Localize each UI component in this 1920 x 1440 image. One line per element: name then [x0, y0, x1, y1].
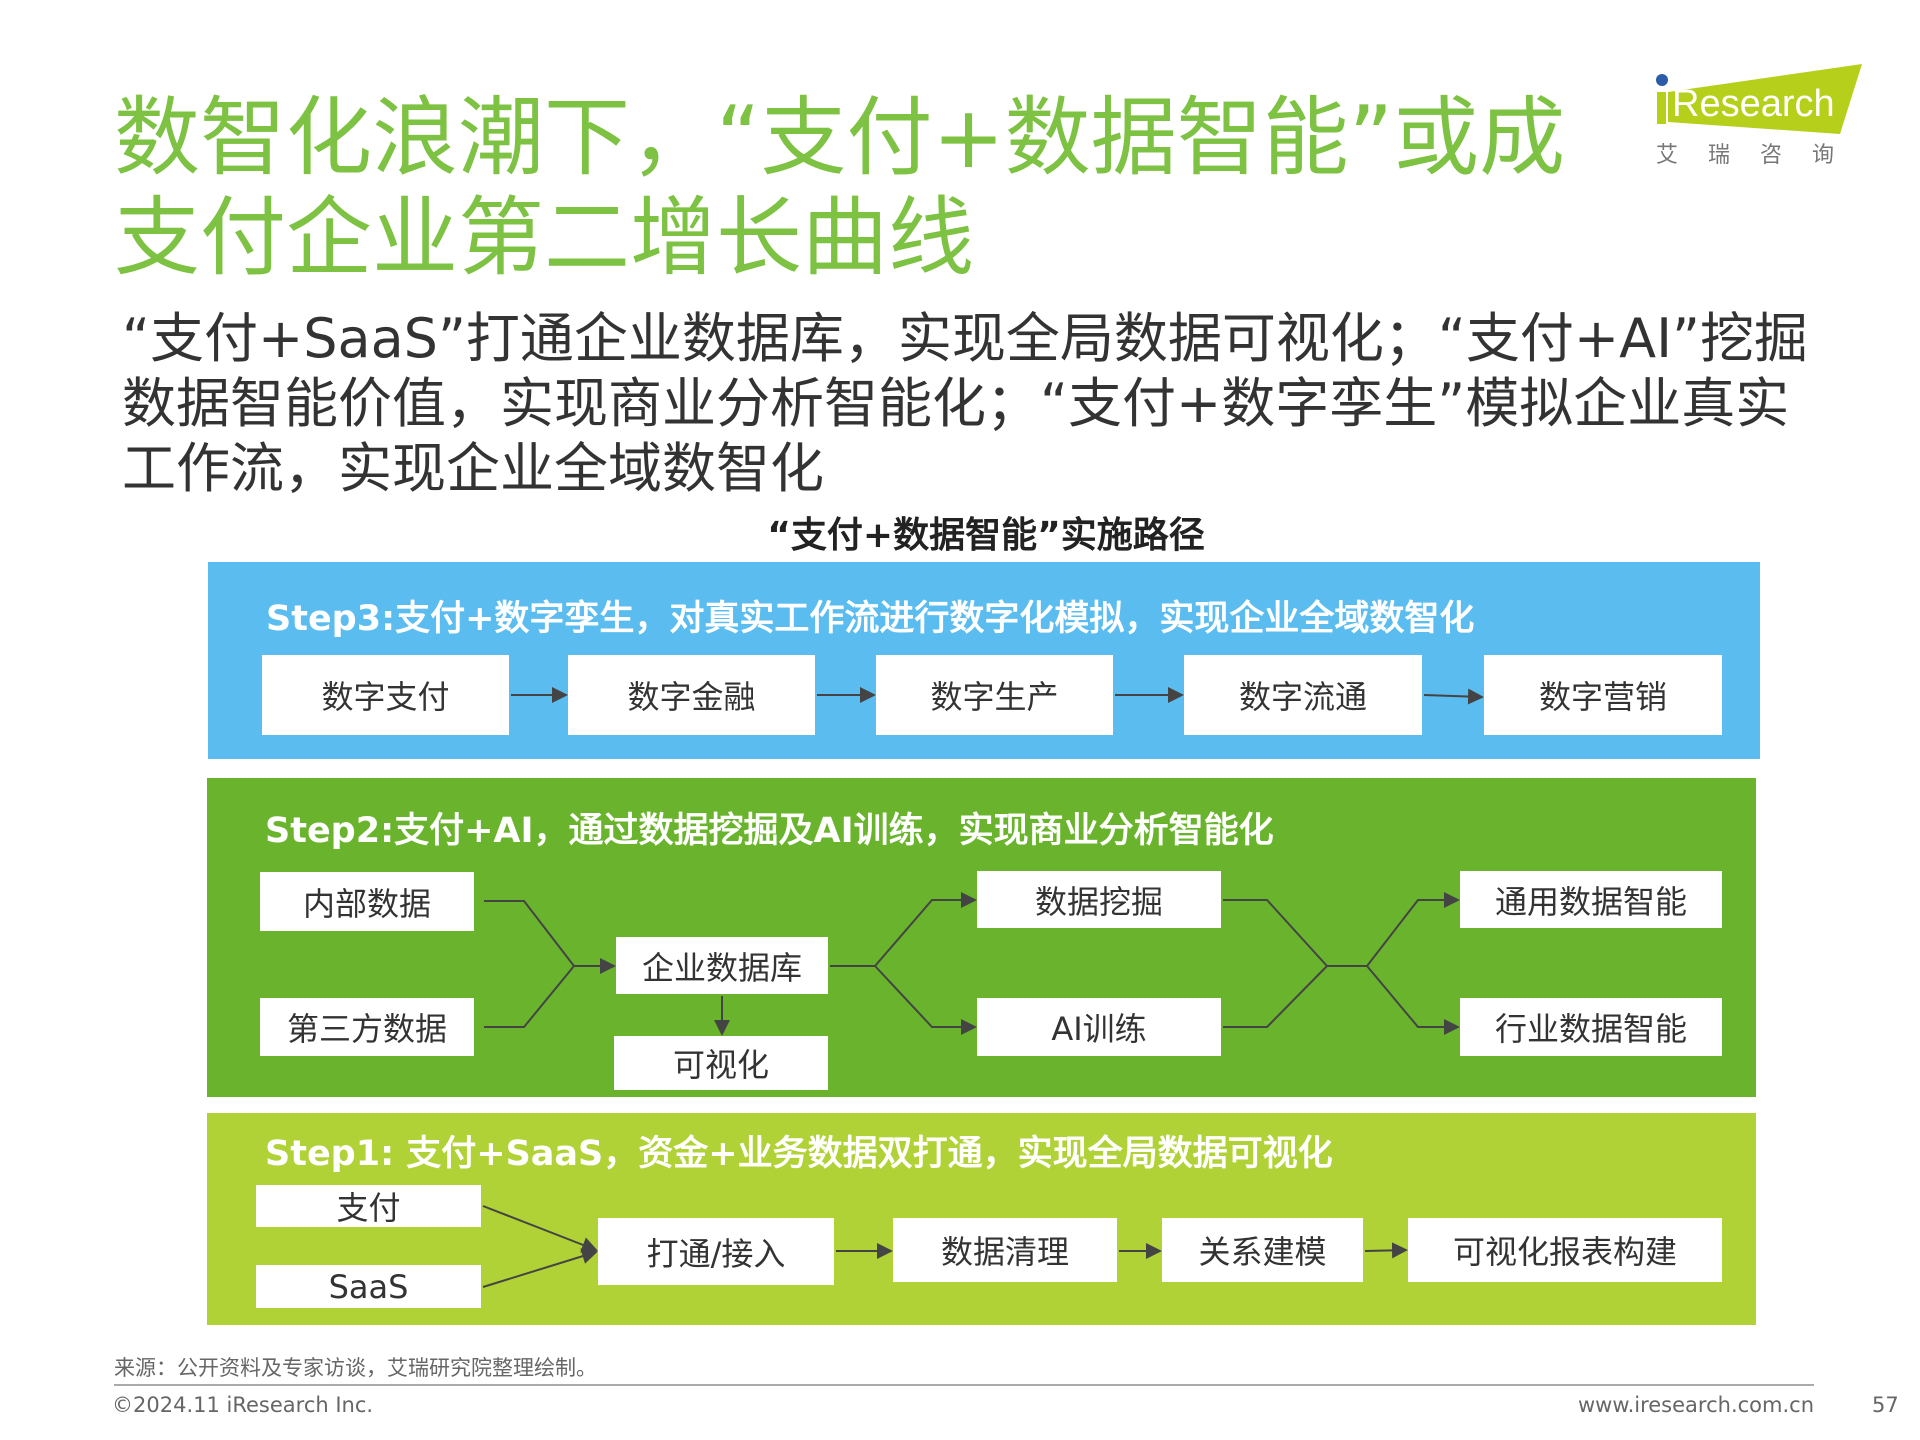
step3-header: Step3:支付+数字孪生，对真实工作流进行数字化模拟，实现企业全域数智化 [266, 599, 1475, 639]
website-link[interactable]: www.iresearch.com.cn [1577, 1393, 1814, 1417]
title-line-2: 支付企业第二增长曲线 [114, 188, 974, 288]
step1-box: SaaS [256, 1265, 481, 1308]
source-note: 来源：公开资料及专家访谈，艾瑞研究院整理绘制。 [114, 1356, 597, 1380]
svg-text:艾瑞咨询: 艾瑞咨询 [1656, 143, 1864, 168]
step1-header: Step1: 支付+SaaS，资金+业务数据双打通，实现全局数据可视化 [265, 1134, 1333, 1174]
step1-box: 可视化报表构建 [1408, 1218, 1722, 1282]
step3-box: 数字生产 [876, 655, 1113, 735]
step2-box: AI训练 [977, 998, 1221, 1056]
step2-box: 第三方数据 [260, 998, 474, 1056]
step2-box: 行业数据智能 [1460, 998, 1722, 1056]
step3-box: 数字金融 [568, 655, 815, 735]
step2-box: 企业数据库 [616, 937, 828, 994]
page-number: 57 [1872, 1393, 1899, 1417]
step1-box: 数据清理 [893, 1218, 1117, 1282]
copyright: ©2024.11 iResearch Inc. [112, 1393, 374, 1417]
step2-box: 数据挖掘 [977, 871, 1221, 928]
diagram-title: “支付+数据智能”实施路径 [767, 515, 1205, 556]
step2-header: Step2:支付+AI，通过数据挖掘及AI训练，实现商业分析智能化 [265, 811, 1274, 851]
page-title: 数智化浪潮下，“支付+数据智能”或成 支付企业第二增长曲线 [114, 88, 1565, 288]
step2-box: 可视化 [614, 1036, 828, 1090]
step1-box: 关系建模 [1162, 1218, 1363, 1282]
subtitle: “支付+SaaS”打通企业数据库，实现全局数据可视化；“支付+AI”挖掘数据智能… [122, 307, 1808, 500]
step1-box: 打通/接入 [598, 1218, 834, 1285]
iresearch-logo: Research 艾瑞咨询 [1656, 64, 1864, 168]
step2-box: 通用数据智能 [1460, 871, 1722, 928]
step2-box: 内部数据 [260, 872, 474, 931]
title-line-1: 数智化浪潮下，“支付+数据智能”或成 [114, 88, 1566, 188]
footer-divider [114, 1384, 1814, 1386]
step3-box: 数字营销 [1484, 655, 1722, 735]
step1-box: 支付 [256, 1185, 481, 1227]
step3-box: 数字流通 [1184, 655, 1422, 735]
svg-text:Research: Research [1672, 83, 1835, 125]
step3-box: 数字支付 [262, 655, 509, 735]
